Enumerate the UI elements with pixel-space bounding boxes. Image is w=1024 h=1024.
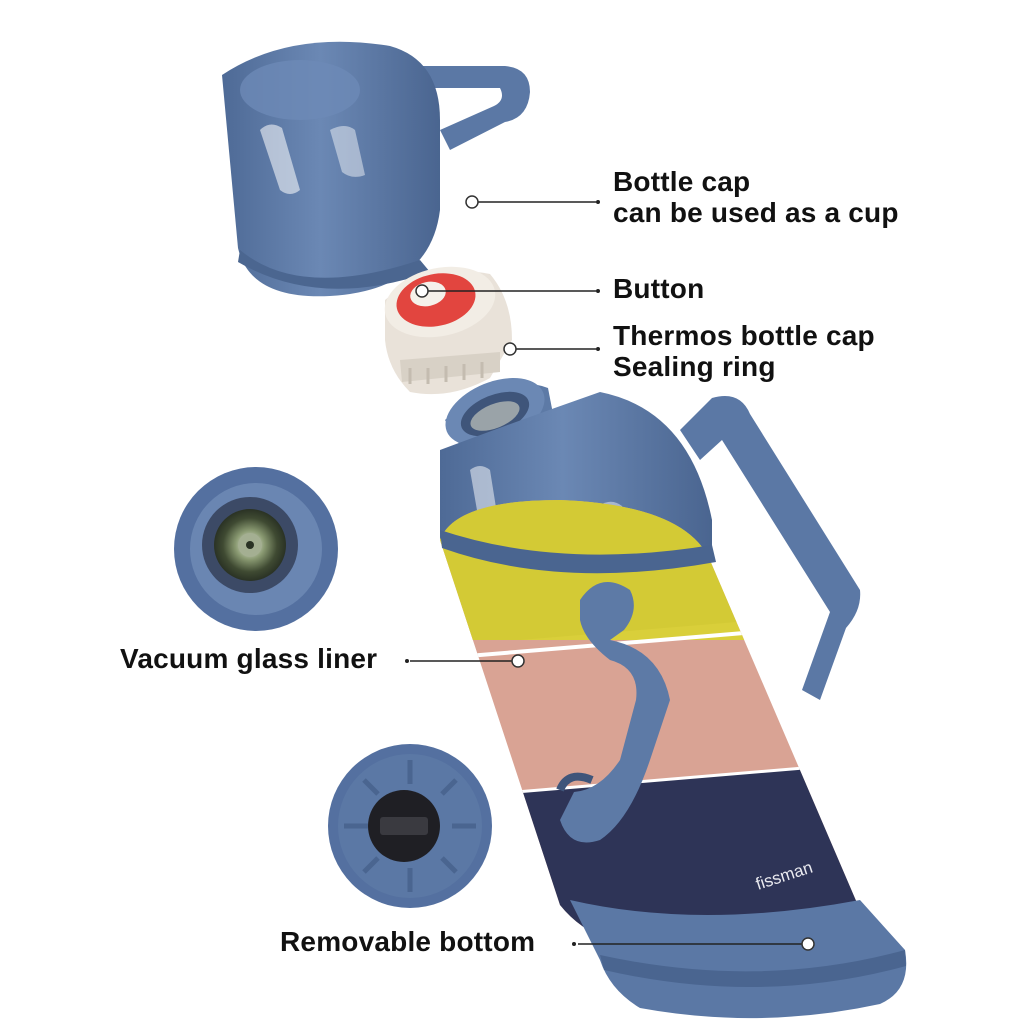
stopper-label-line1: Thermos bottle cap xyxy=(613,320,875,351)
cup-illustration xyxy=(222,41,530,297)
cup-label-line1: Bottle cap xyxy=(613,166,751,197)
leader-dots xyxy=(405,195,815,951)
button-label: Button xyxy=(613,273,704,304)
cup-label-line2: can be used as a cup xyxy=(613,197,899,228)
back-handle-illustration xyxy=(680,396,861,700)
liner-label-line1: Vacuum glass liner xyxy=(120,643,378,674)
liner-callout-dot xyxy=(511,654,525,668)
cup-callout-dot xyxy=(465,195,479,209)
bottom-label: Removable bottom xyxy=(280,926,535,957)
liner-label: Vacuum glass liner xyxy=(120,643,377,674)
button-callout-dot xyxy=(415,284,429,298)
stopper-callout-dot xyxy=(503,342,517,356)
bottom-label-line1: Removable bottom xyxy=(280,926,536,957)
front-handle-illustration xyxy=(556,582,670,843)
button-label-line1: Button xyxy=(613,273,705,304)
bottom-callout-dot xyxy=(801,937,815,951)
cup-label: Bottle cap can be used as a cup xyxy=(613,166,899,228)
stopper-label: Thermos bottle cap Sealing ring xyxy=(613,320,875,382)
leader-lines xyxy=(410,201,806,945)
stopper-label-line2: Sealing ring xyxy=(613,351,776,382)
bottom-inset xyxy=(328,744,492,908)
liner-inset xyxy=(174,467,338,631)
